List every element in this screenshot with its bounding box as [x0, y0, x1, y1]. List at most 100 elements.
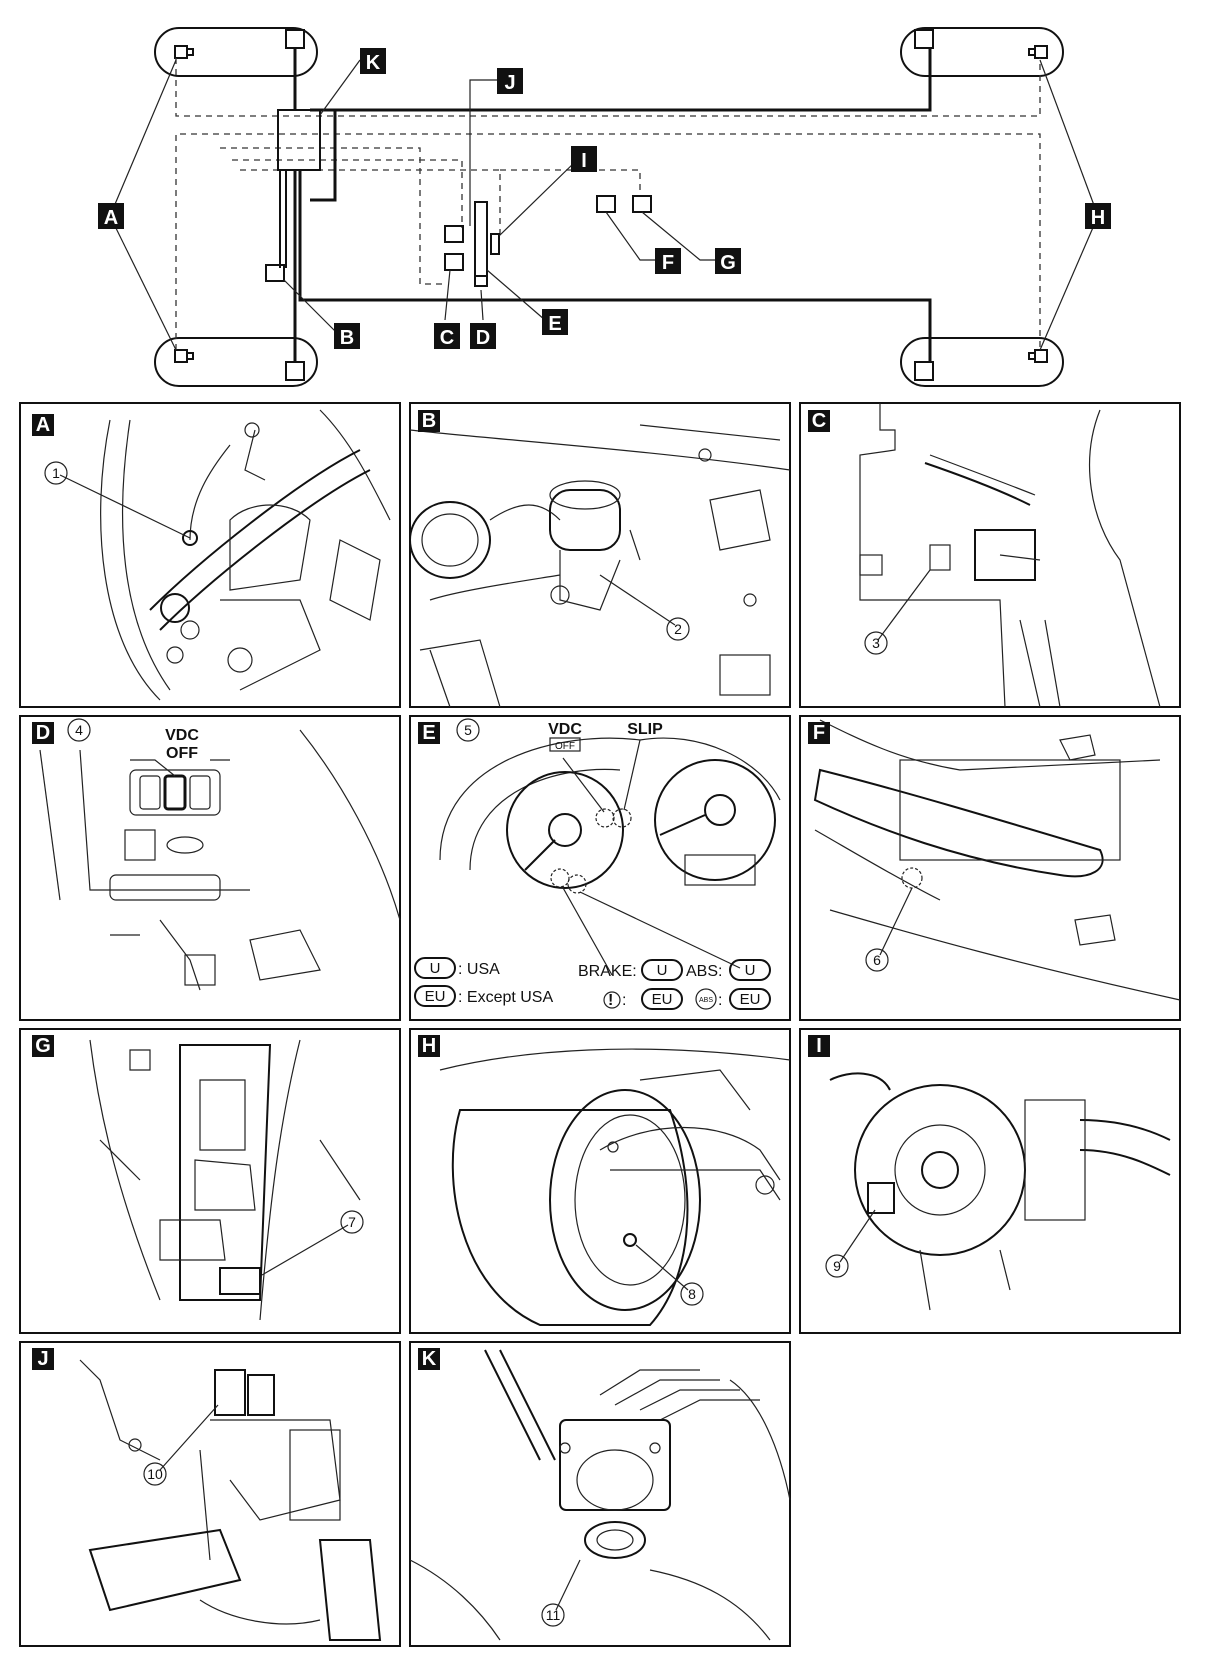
meter-off-label: OFF [555, 741, 575, 752]
callout-g: G [715, 248, 741, 274]
callout-number-1 [44, 461, 68, 485]
svg-text:!: ! [608, 992, 613, 1009]
panel-j-frame [19, 1341, 401, 1647]
svg-text:C: C [440, 327, 454, 349]
callout-number-2 [666, 617, 690, 641]
abs-warning-indicator [567, 874, 587, 894]
callout-number-7 [340, 1210, 364, 1234]
svg-text:U: U [657, 962, 668, 979]
callout-c: C [434, 323, 460, 349]
slip-indicator [612, 808, 632, 828]
callout-e: E [542, 309, 568, 335]
callout-d: D [470, 323, 496, 349]
panel-g-frame [19, 1028, 401, 1334]
steering-angle-sensor-connector [867, 1182, 895, 1214]
off-label: OFF [166, 745, 198, 762]
legend-brake-abs-usa: BRAKE: U ABS: U [578, 959, 771, 981]
callout-j: J [497, 68, 523, 94]
vdc-off-indicator [595, 808, 615, 828]
panel-k: 11 K [409, 1348, 791, 1641]
svg-text:E: E [548, 313, 561, 335]
panel-i-label: I [816, 1035, 822, 1057]
callout-number-5 [456, 718, 480, 742]
panel-k-label: K [422, 1348, 437, 1370]
callout-b: B [334, 323, 360, 349]
sensor-module-symbol [219, 1267, 261, 1295]
svg-text:2: 2 [674, 621, 682, 637]
vehicle-layout-overview: A B C D E F G H I J K [98, 27, 1111, 387]
brake-warning-indicator [550, 868, 570, 888]
svg-text:1: 1 [52, 465, 60, 481]
panel-e-frame [409, 715, 791, 1021]
panel-g: 7 G [32, 1035, 364, 1321]
callout-number-4 [67, 718, 91, 742]
speedometer [506, 771, 624, 889]
svg-text:A: A [104, 207, 118, 229]
panel-a-label: A [36, 414, 50, 436]
svg-text:D: D [476, 327, 490, 349]
panel-h-label: H [422, 1035, 436, 1057]
svg-text:: USA: : USA [458, 961, 500, 978]
panel-b-label: B [422, 410, 436, 432]
tachometer [654, 759, 776, 881]
svg-text:G: G [720, 252, 736, 274]
svg-text:ABS:: ABS: [686, 963, 722, 980]
panel-d-frame [19, 715, 401, 1021]
wheel-rear-left [154, 337, 318, 387]
panel-j-label: J [37, 1348, 48, 1370]
legend-brake-abs-eu: ! : EU ABS : EU [603, 988, 771, 1010]
legend-except-usa: EU : Except USA [414, 985, 553, 1007]
callout-i: I [571, 146, 597, 172]
svg-text:I: I [581, 150, 587, 172]
panel-g-label: G [35, 1035, 51, 1057]
legend-usa: U : USA [414, 957, 500, 979]
vdc-off-switch-symbol [163, 774, 187, 811]
svg-text:EU: EU [740, 991, 761, 1008]
panel-f-label: F [813, 722, 825, 744]
panel-e-label: E [422, 722, 435, 744]
panel-c-label: C [812, 410, 826, 432]
spiral-cable [854, 1084, 1026, 1256]
callout-a: A [98, 203, 124, 229]
panel-i-frame [799, 1028, 1181, 1334]
svg-text:6: 6 [873, 952, 881, 968]
callout-number-9 [825, 1254, 849, 1278]
panel-f: 6 F [808, 719, 1181, 1001]
vdc-label: VDC [165, 727, 199, 744]
svg-text:4: 4 [75, 722, 83, 738]
svg-text:U: U [745, 962, 756, 979]
panel-b-frame [409, 402, 791, 708]
wheel-front-right [900, 27, 1064, 77]
svg-text::: : [718, 992, 722, 1009]
panel-f-frame [799, 715, 1181, 1021]
panel-d-label: D [36, 722, 50, 744]
abs-actuator-symbol [277, 109, 321, 171]
svg-text:7: 7 [348, 1214, 356, 1230]
svg-text:8: 8 [688, 1286, 696, 1302]
callout-number-10 [143, 1462, 167, 1486]
panel-h-frame [409, 1028, 791, 1334]
svg-text:10: 10 [147, 1466, 163, 1482]
panel-i: 9 I [808, 1035, 1171, 1311]
panel-c: 3 C [808, 403, 1161, 708]
svg-text:J: J [504, 72, 515, 94]
panel-e: VDC OFF SLIP U : USA EU : Except USA BRA… [414, 718, 781, 1010]
svg-text:U: U [430, 960, 441, 977]
callout-number-3 [864, 631, 888, 655]
svg-text:ABS: ABS [699, 997, 713, 1004]
panel-k-frame [409, 1341, 791, 1647]
panel-h: 8 H [418, 1035, 791, 1326]
svg-text:9: 9 [833, 1258, 841, 1274]
panel-j: 10 J [32, 1348, 382, 1641]
callout-h: H [1085, 203, 1111, 229]
svg-text:F: F [662, 252, 674, 274]
meter-slip-label: SLIP [627, 721, 663, 738]
panel-a-frame [19, 402, 401, 708]
svg-text::: : [622, 992, 626, 1009]
panel-d: VDC OFF 4 D [32, 718, 401, 991]
svg-text:5: 5 [464, 722, 472, 738]
svg-text:EU: EU [425, 988, 446, 1005]
panel-b: 2 B [409, 410, 791, 708]
svg-text:3: 3 [872, 635, 880, 651]
